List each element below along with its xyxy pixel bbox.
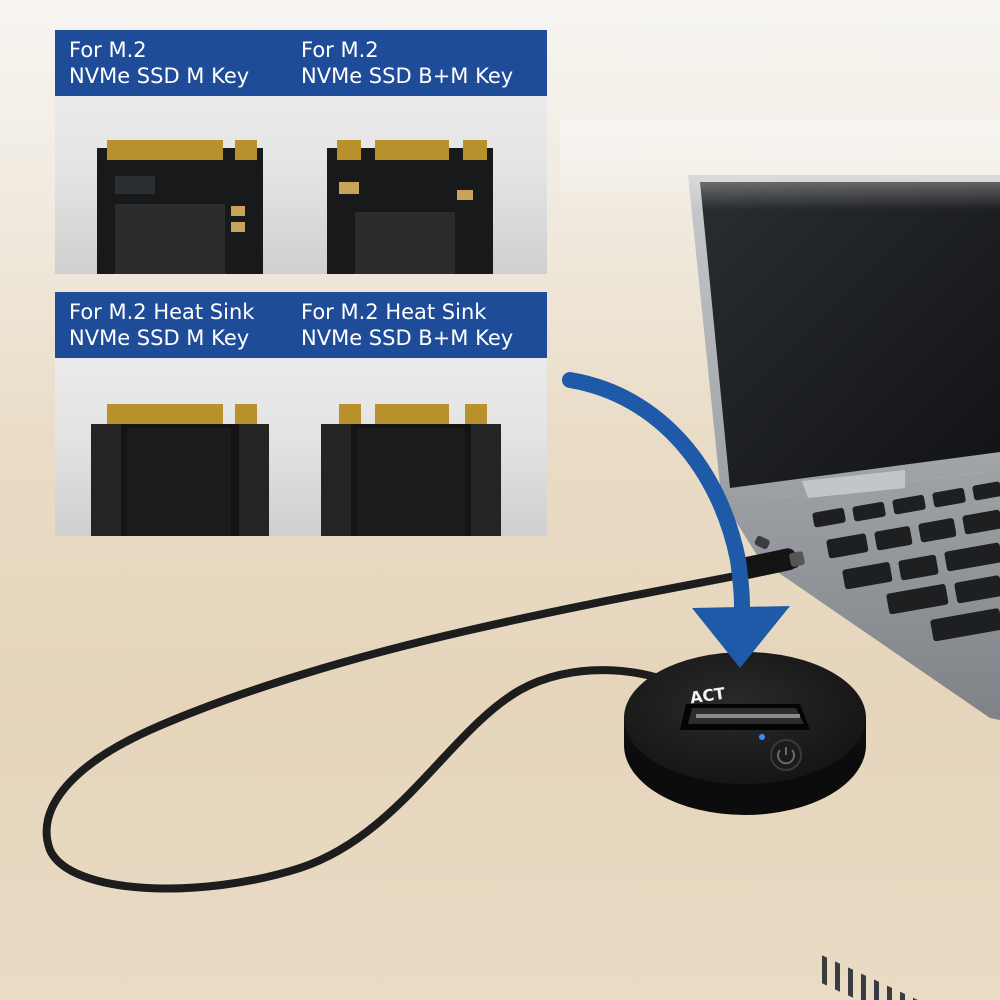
caption-banner: For M.2 NVMe SSD M Key For M.2 NVMe SSD … bbox=[55, 30, 547, 96]
keyboard bbox=[812, 481, 1000, 642]
heat-sink-ssd-image bbox=[91, 404, 501, 536]
usb-cable bbox=[42, 560, 799, 893]
ssd-docking-station bbox=[624, 652, 866, 815]
caption-m2-nvme-m-key: For M.2 NVMe SSD M Key bbox=[69, 38, 250, 88]
laptop-vents bbox=[822, 955, 918, 1000]
caption-banner: For M.2 Heat Sink NVMe SSD M Key For M.2… bbox=[55, 292, 547, 358]
usb-c-plug bbox=[734, 548, 805, 580]
caption-heat-sink-bm-key: For M.2 Heat Sink NVMe SSD B+M Key bbox=[301, 300, 514, 350]
heat-sink-m-key-card bbox=[91, 404, 269, 536]
heat-sink-bm-key-card bbox=[321, 404, 501, 536]
ssd-cards-image bbox=[97, 140, 493, 274]
ssd-m-key-card bbox=[97, 140, 263, 274]
caption-m2-nvme-bm-key: For M.2 NVMe SSD B+M Key bbox=[301, 38, 514, 88]
compat-row-bottom: For M.2 Heat Sink NVMe SSD M Key For M.2… bbox=[55, 292, 547, 536]
laptop bbox=[688, 175, 1000, 1000]
curved-arrow-icon bbox=[562, 372, 790, 668]
caption-heat-sink-m-key: For M.2 Heat Sink NVMe SSD M Key bbox=[69, 300, 255, 350]
compat-row-top: For M.2 NVMe SSD M Key For M.2 NVMe SSD … bbox=[55, 30, 547, 274]
ssd-bm-key-card bbox=[327, 140, 493, 274]
compatibility-panel: For M.2 NVMe SSD M Key For M.2 NVMe SSD … bbox=[55, 30, 547, 536]
